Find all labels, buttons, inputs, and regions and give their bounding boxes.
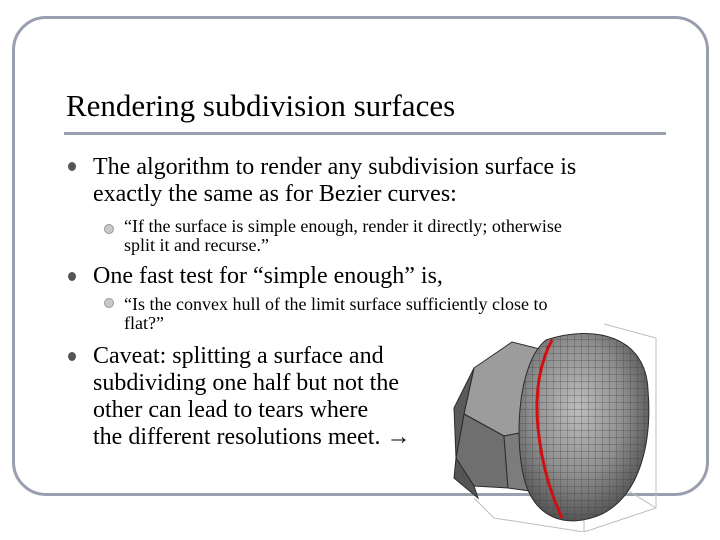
bullet-3-line-3: other can lead to tears where: [93, 397, 369, 423]
bullet-icon: [68, 352, 76, 361]
bullet-3-line-4: the different resolutions meet. →: [93, 424, 411, 450]
bullet-1-line-1: The algorithm to render any subdivision …: [93, 154, 577, 180]
slide-title: Rendering subdivision surfaces: [66, 88, 456, 123]
subdivision-surface-render-icon: [453, 323, 657, 533]
bullet-1-line-2: exactly the same as for Bezier curves:: [93, 181, 457, 207]
bullet-3-line-2: subdividing one half but not the: [93, 370, 399, 396]
bullet-2-line-1: One fast test for “simple enough” is,: [93, 263, 443, 289]
subdivision-surface-figure: [434, 318, 660, 533]
bullet-3-line-1: Caveat: splitting a surface and: [93, 343, 384, 369]
sub-bullet-icon: [104, 298, 114, 308]
title-rule: [64, 132, 666, 135]
sub-bullet-icon: [104, 224, 114, 234]
bullet-icon: [68, 272, 76, 281]
bullet-2-sub-line-2: flat?”: [124, 313, 164, 333]
bullet-1-sub-line-1: “If the surface is simple enough, render…: [124, 216, 562, 236]
slide-frame: [12, 16, 709, 496]
subdivided-surface: [518, 333, 650, 522]
tear-seam: [535, 339, 564, 519]
bullet-1-sub-line-2: split it and recurse.”: [124, 235, 269, 255]
bullet-2-sub-line-1: “Is the convex hull of the limit surface…: [124, 294, 548, 314]
bullet-icon: [68, 162, 76, 171]
